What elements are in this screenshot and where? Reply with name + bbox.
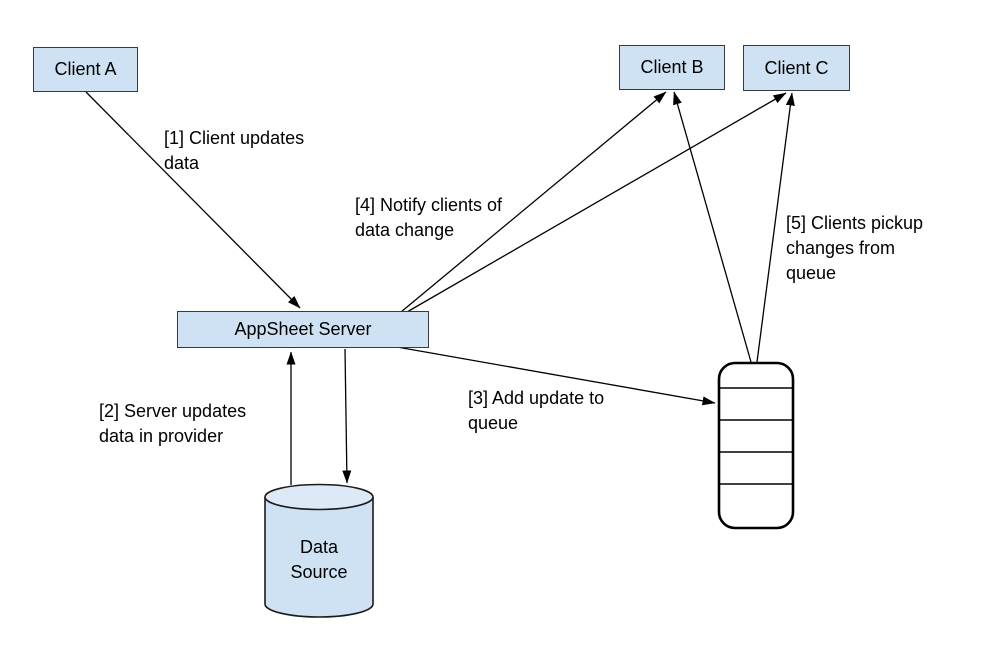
arrow-queue-to-client-b [673, 91, 752, 363]
arrow-server-to-data-source [342, 348, 352, 484]
node-client-a: Client A [33, 47, 138, 92]
edge-label-step2: [2] Server updates data in provider [99, 401, 247, 446]
node-appsheet-server: AppSheet Server [177, 311, 429, 348]
arrow-server-to-client-c [406, 92, 787, 313]
arrow-server-to-client-b [400, 91, 667, 313]
arrow-queue-to-client-c [756, 92, 795, 363]
arrow-client-a-to-server [85, 91, 301, 309]
edge-label-step3: [3] Add update to queue [468, 388, 605, 433]
node-client-c: Client C [743, 45, 850, 91]
data-source-cylinder [264, 483, 374, 618]
edge-label-step4: [4] Notify clients of data change [355, 195, 503, 240]
node-client-b: Client B [619, 45, 725, 90]
edge-label-step1: [1] Client updates data [164, 128, 305, 173]
queue-shape [717, 361, 795, 530]
edge-label-step5: [5] Clients pickup changes from queue [786, 213, 924, 283]
arrow-server-to-queue [396, 346, 716, 406]
node-data-source-label: Data Source [290, 537, 348, 582]
